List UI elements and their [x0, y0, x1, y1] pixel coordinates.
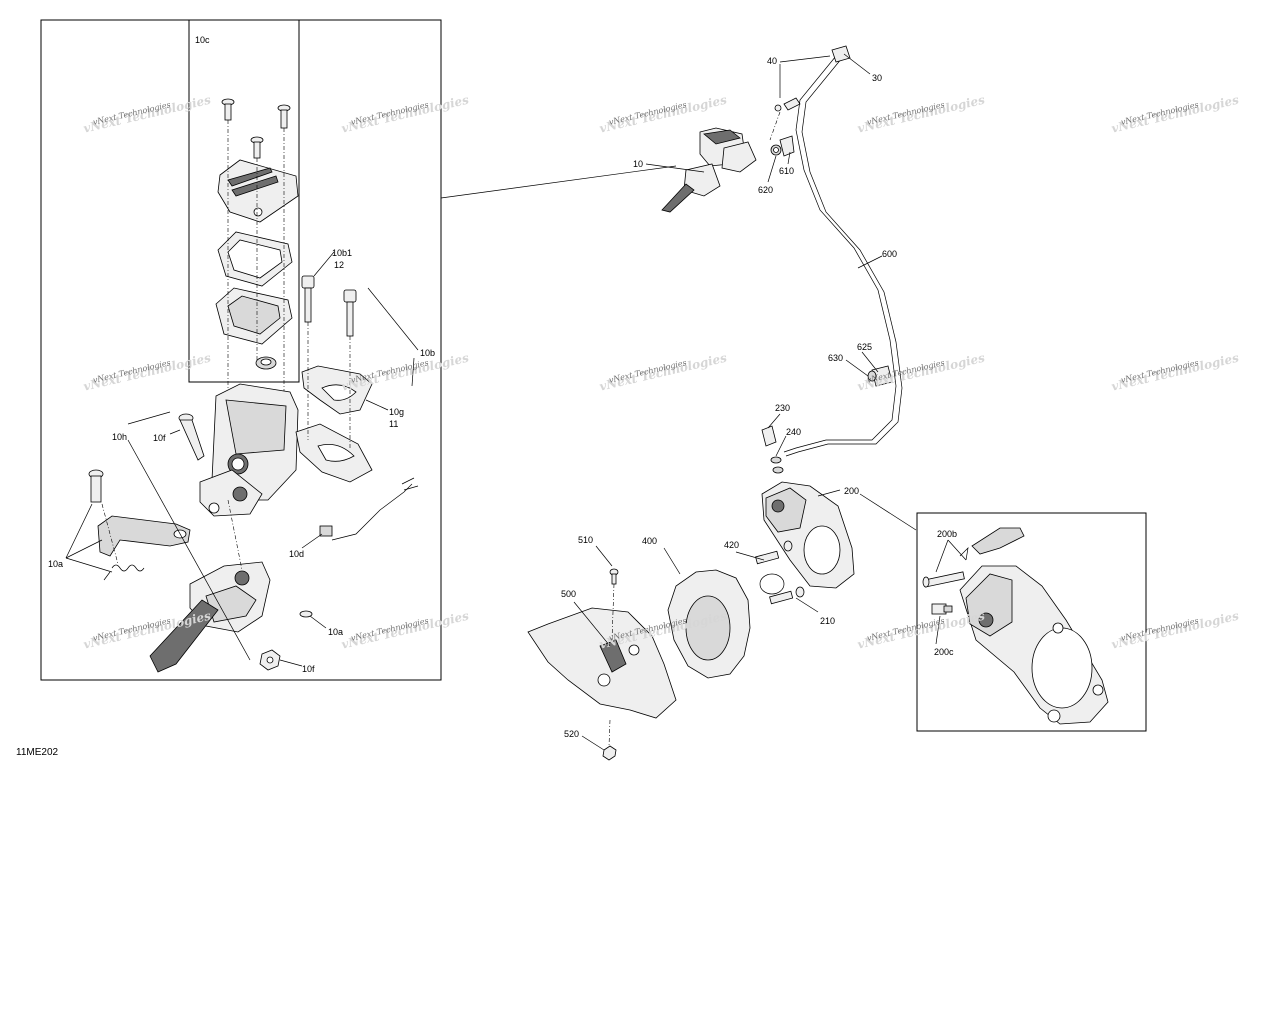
reservoir-seal	[255, 356, 277, 370]
callout-10a-left: 10a	[48, 559, 64, 569]
callout-600: 600	[882, 249, 898, 259]
callout-400: 400	[642, 536, 658, 546]
caliper-pad-spring	[959, 527, 1025, 561]
diagram-code: 11ME202	[16, 747, 59, 758]
callout-510: 510	[578, 535, 594, 545]
reservoir-plate	[217, 231, 293, 287]
caliper-bleeder	[931, 603, 953, 615]
brake-hose-600	[783, 45, 903, 457]
callout-10b: 10b	[420, 348, 436, 358]
callout-30: 30	[872, 73, 883, 83]
disc-guard-500	[527, 607, 677, 719]
lever-adjuster-screw	[88, 469, 104, 503]
callout-210: 210	[820, 616, 836, 626]
callout-10h: 10h	[112, 432, 128, 442]
guard-nut-520	[602, 745, 617, 761]
lever-return-spring	[103, 564, 145, 581]
callout-200: 200	[844, 486, 860, 496]
handlebar-clamp	[295, 365, 373, 483]
callout-230: 230	[775, 403, 791, 413]
callout-10: 10	[633, 159, 644, 169]
callout-200c: 200c	[934, 647, 954, 657]
banjo-bolt-top	[774, 97, 801, 112]
callout-11: 11	[389, 419, 399, 429]
caliper-pad-pin	[922, 571, 965, 588]
reservoir-cover-screws	[221, 98, 291, 159]
callout-10c: 10c	[195, 35, 210, 45]
detail-frame-reservoir-cover	[188, 19, 300, 383]
caliper-bolts	[755, 540, 805, 605]
callout-40: 40	[767, 56, 778, 66]
master-cylinder-body	[199, 383, 299, 517]
callout-625: 625	[857, 342, 873, 352]
callout-420: 420	[724, 540, 740, 550]
detail-frame-caliper	[916, 512, 1147, 732]
caliper-o-ring	[759, 573, 785, 595]
reservoir-cover	[217, 159, 299, 223]
brake-disc-400	[667, 569, 751, 679]
lever-bracket	[97, 515, 191, 557]
master-cylinder-assembled	[661, 127, 757, 213]
lever-clip	[299, 610, 313, 618]
pivot-bolt-upper	[178, 413, 205, 461]
reservoir-diaphragm	[215, 287, 293, 345]
callout-12: 12	[334, 260, 345, 270]
clamp-bolts	[301, 275, 357, 337]
callout-520: 520	[564, 729, 580, 739]
callout-10f-lower: 10f	[302, 664, 315, 674]
washer-620	[770, 144, 782, 156]
callout-10f-upper: 10f	[153, 433, 166, 443]
disc-bolt-510	[609, 568, 619, 585]
callout-620: 620	[758, 185, 774, 195]
callout-10a-right: 10a	[328, 627, 344, 637]
callout-200b: 200b	[937, 529, 958, 539]
callout-10b1: 10b1	[332, 248, 353, 258]
hose-bracket-610	[779, 135, 795, 157]
callout-240: 240	[786, 427, 802, 437]
callout-10g: 10g	[389, 407, 405, 417]
brake-light-switch	[319, 477, 419, 541]
brake-lever-assembly	[149, 561, 271, 673]
callout-10d: 10d	[289, 549, 305, 559]
banjo-fitting-230	[761, 425, 777, 447]
caliper-detail	[959, 565, 1109, 725]
washer-240	[770, 456, 784, 474]
lever-nut	[259, 649, 281, 671]
callout-610: 610	[779, 166, 795, 176]
callout-500: 500	[561, 589, 577, 599]
brake-caliper	[761, 481, 855, 589]
callout-630: 630	[828, 353, 844, 363]
